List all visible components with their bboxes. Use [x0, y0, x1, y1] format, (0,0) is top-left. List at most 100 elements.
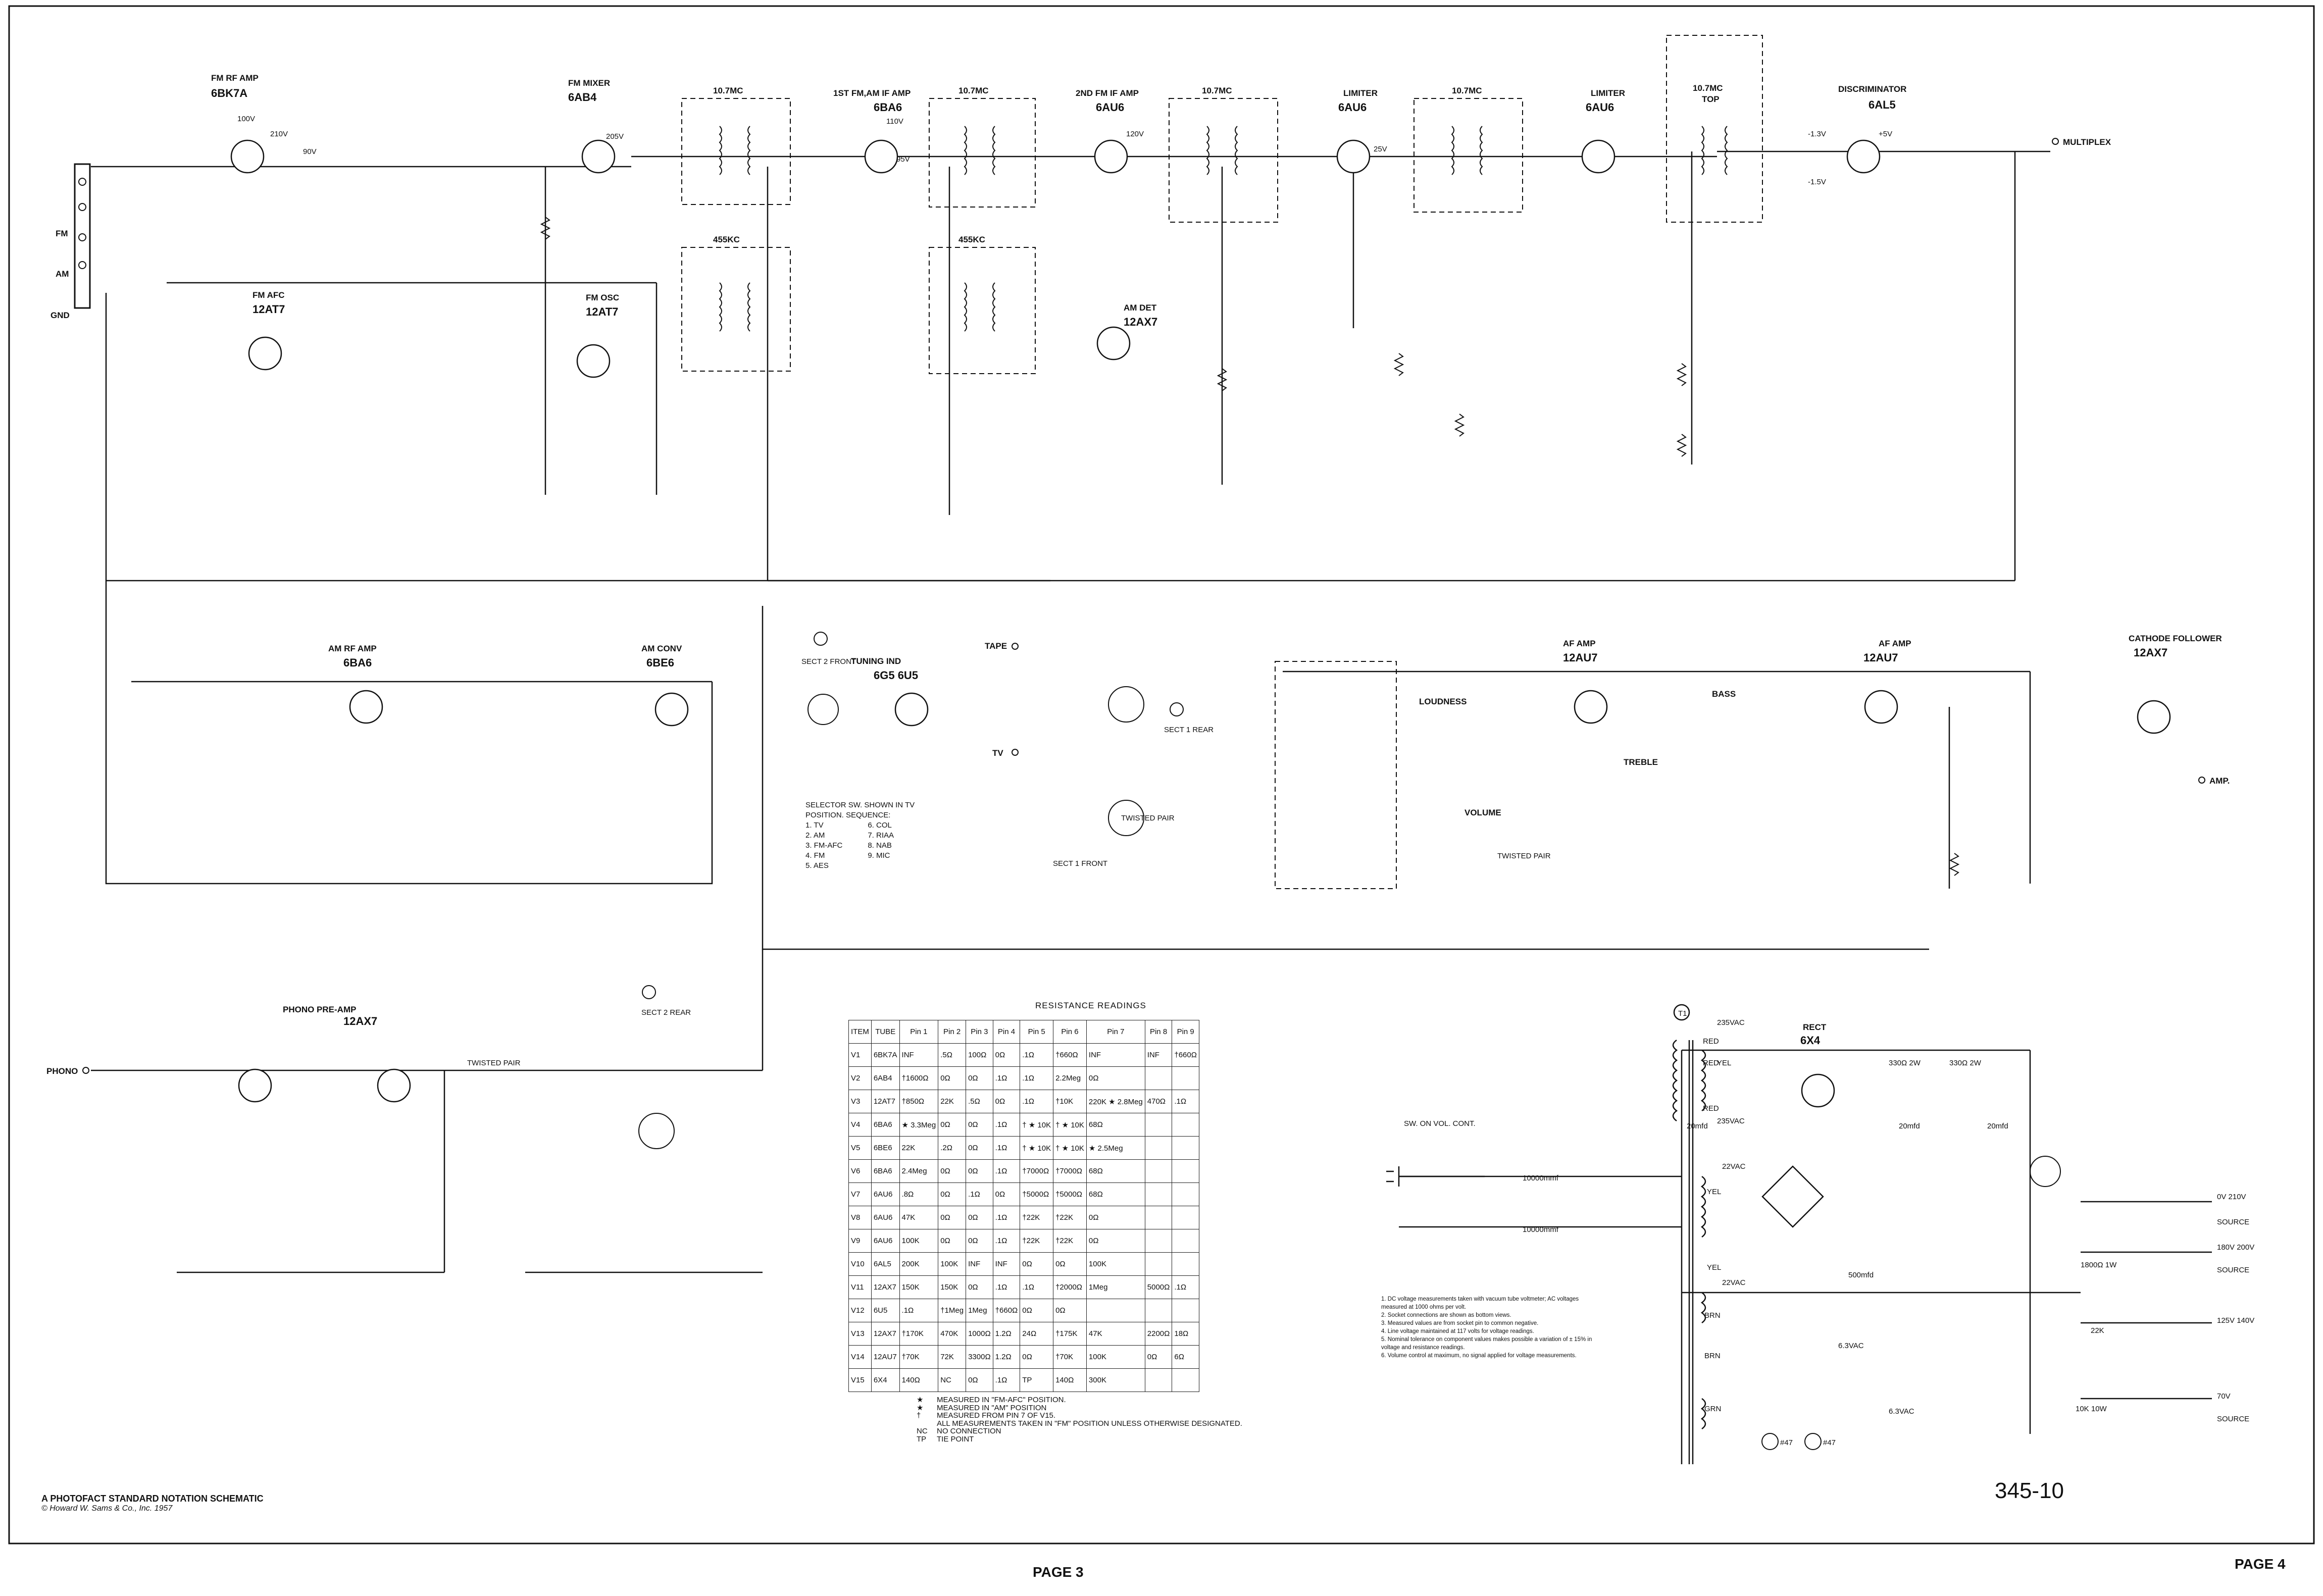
table-cell: 0Ω	[992, 1043, 1021, 1067]
source-voltage: 70V	[2217, 1392, 2231, 1401]
table-legend: ★MEASURED IN "FM-AFC" POSITION.★MEASURED…	[917, 1396, 1242, 1443]
table-cell: .1Ω	[1020, 1275, 1054, 1299]
table-cell: 0Ω	[966, 1229, 993, 1253]
table-cell: INF	[1086, 1043, 1145, 1067]
ps-resistor-label: 330Ω 2W	[1949, 1059, 1982, 1067]
wire-color: GRN	[1704, 1405, 1721, 1413]
volume-label: VOLUME	[1464, 808, 1501, 817]
switch-section-label: SECT 1 REAR	[1164, 726, 1214, 734]
tube-v11a-symbol	[1096, 326, 1131, 361]
table-cell: 470K	[938, 1322, 967, 1346]
table-cell: 12AX7	[871, 1275, 900, 1299]
tube-function: AM RF AMP	[328, 644, 377, 653]
if-can-label: 10.7MC	[958, 86, 989, 95]
table-cell	[1144, 1066, 1173, 1090]
voltage-label: 90V	[303, 147, 317, 156]
tube-function: 2ND FM IF AMP	[1076, 88, 1139, 98]
table-cell	[1144, 1182, 1173, 1206]
voltage-label: 210V	[270, 130, 288, 138]
table-cell: 12AT7	[871, 1090, 900, 1113]
legend-symbol: TP	[917, 1434, 927, 1444]
table-cell: 0Ω	[966, 1275, 993, 1299]
transformer-tap: 6.3VAC	[1889, 1407, 1914, 1416]
tube-labels: FM RF AMP 6BK7A FM MIXER 6AB4 FM AFC 12A…	[211, 73, 2222, 1047]
table-cell	[1144, 1206, 1173, 1229]
control-labels: LOUDNESS VOLUME BASS TREBLE	[1419, 689, 1736, 817]
tube-function: TUNING IND	[851, 656, 901, 666]
table-cell: INF	[992, 1252, 1021, 1276]
table-cell: 5000Ω	[1144, 1275, 1173, 1299]
table-cell: 0Ω	[1053, 1299, 1087, 1322]
table-cell: 2200Ω	[1144, 1322, 1173, 1346]
table-cell: †22K	[1020, 1206, 1054, 1229]
transformer-label: T1	[1678, 1009, 1687, 1018]
table-cell: .5Ω	[938, 1043, 967, 1067]
tube-type: 12AU7	[1563, 651, 1597, 664]
twisted-pair-label: TWISTED PAIR	[1121, 814, 1175, 822]
footer-credit: A PHOTOFACT STANDARD NOTATION SCHEMATIC …	[41, 1494, 264, 1514]
power-switch-label: SW. ON VOL. CONT.	[1404, 1119, 1476, 1128]
voltage-label: 205V	[606, 132, 624, 141]
table-cell: V12	[848, 1299, 872, 1322]
tube-v12-symbol	[894, 692, 929, 727]
source-voltage: 180V 200V	[2217, 1243, 2254, 1252]
source-voltage: 125V 140V	[2217, 1316, 2254, 1325]
note-item: 3. Measured values are from socket pin t…	[1381, 1320, 1539, 1326]
wire-color: RED	[1703, 1059, 1719, 1067]
table-cell	[1144, 1159, 1173, 1183]
transformer-tap: 235VAC	[1717, 1018, 1745, 1027]
table-cell: 140Ω	[1053, 1368, 1087, 1392]
table-cell: 0Ω	[1020, 1345, 1054, 1369]
tube-v14b-symbol	[1864, 690, 1898, 724]
source-label: SOURCE	[2217, 1415, 2249, 1423]
table-cell: †660Ω	[992, 1299, 1021, 1322]
table-cell: 300K	[1086, 1368, 1145, 1392]
tube-v8-symbol	[1336, 139, 1371, 174]
table-cell: .1Ω	[992, 1113, 1021, 1137]
tube-type: 6BA6	[874, 101, 902, 114]
transformer-tap: 22VAC	[1722, 1162, 1746, 1171]
terminal-label-gnd: GND	[50, 311, 70, 320]
twisted-pair-label: TWISTED PAIR	[1497, 852, 1551, 860]
tube-v13b-symbol	[377, 1068, 411, 1103]
if-can-label: 10.7MC	[1202, 86, 1232, 95]
outputs: MULTIPLEX AMP.	[2052, 137, 2230, 786]
voltage-label: 25V	[1374, 145, 1387, 153]
sheet-border	[8, 5, 2315, 1544]
table-cell: 0Ω	[938, 1066, 967, 1090]
table-cell	[1172, 1299, 1199, 1322]
table-cell: INF	[966, 1252, 993, 1276]
transformer-tap: 22VAC	[1722, 1278, 1746, 1287]
table-cell: .1Ω	[1172, 1090, 1199, 1113]
table-cell: .1Ω	[992, 1368, 1021, 1392]
table-header: Pin 2	[938, 1020, 967, 1044]
table-cell: †5000Ω	[1020, 1182, 1054, 1206]
wire-color: RED	[1703, 1037, 1719, 1046]
table-cell: 220K ★ 2.8Meg	[1086, 1090, 1145, 1113]
table-header: ITEM	[848, 1020, 872, 1044]
switch-section-label: SECT 1 FRONT	[1053, 859, 1107, 868]
rotary-switch-wafers	[638, 686, 2061, 1187]
table-cell: 0Ω	[938, 1229, 967, 1253]
wire-color: RED	[1703, 1104, 1719, 1113]
tube-function: AM CONV	[641, 644, 682, 653]
tube-v3a-symbol	[576, 344, 611, 378]
ps-resistor-label: 22K	[2091, 1326, 2104, 1335]
legend-text: NO CONNECTION	[937, 1427, 1001, 1435]
table-cell	[1172, 1136, 1199, 1160]
table-cell: †660Ω	[1053, 1043, 1087, 1067]
wire-color: YEL	[1707, 1263, 1721, 1272]
table-cell: .5Ω	[966, 1090, 993, 1113]
selector-switch-note: SELECTOR SW. SHOWN IN TV POSITION. SEQUE…	[805, 800, 942, 871]
selector-item: 5. AES	[805, 861, 829, 870]
legend-symbol: NC	[917, 1427, 928, 1435]
table-cell: 100K	[1086, 1252, 1145, 1276]
page-number-left: PAGE 3	[1033, 1564, 1084, 1580]
selector-note-heading: SELECTOR SW. SHOWN IN TV POSITION. SEQUE…	[805, 801, 915, 819]
wire-color: BRN	[1704, 1311, 1721, 1320]
